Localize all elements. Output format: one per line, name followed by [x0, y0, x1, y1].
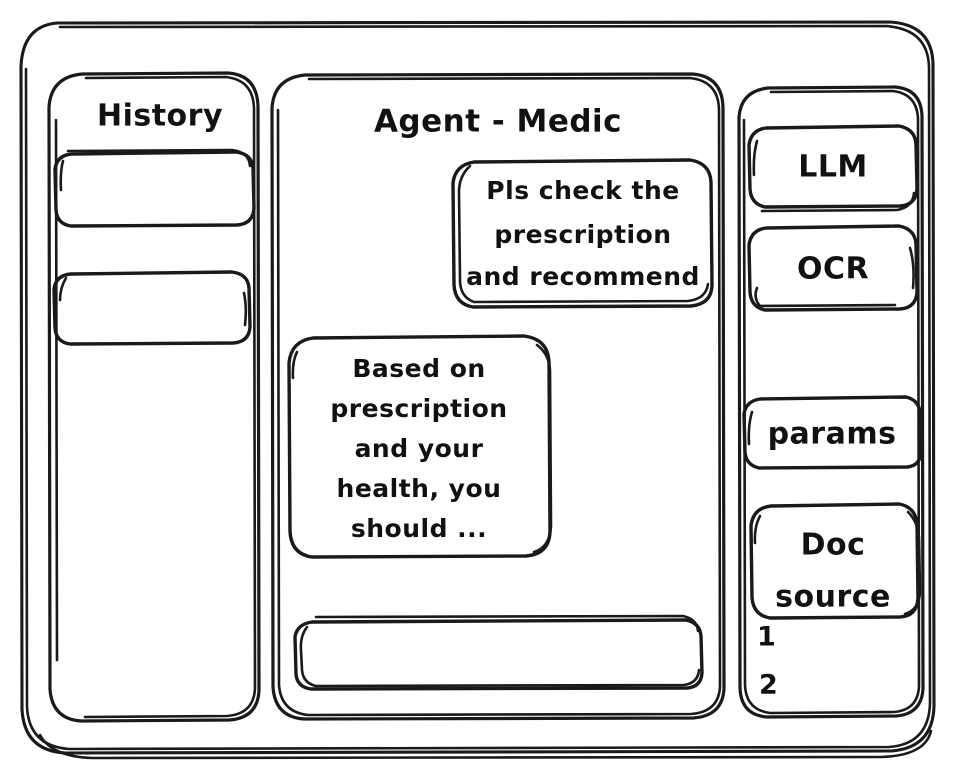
- tool-chip-llm[interactable]: LLM: [747, 124, 919, 213]
- agent-message-line-1: Based on: [352, 354, 485, 383]
- sidebar-right-panel: [737, 85, 925, 719]
- agent-message-line-3: and your: [355, 434, 484, 463]
- doc-source-card[interactable]: Doc source: [749, 502, 922, 620]
- agent-message-line-4: health, you: [337, 474, 502, 503]
- tool-chip-llm-label: LLM: [798, 150, 868, 185]
- doc-source-entry-1[interactable]: 1: [757, 622, 776, 653]
- agent-message-line-2: prescription: [330, 394, 507, 423]
- main-panel: [270, 72, 726, 721]
- main-panel-title: Agent - Medic: [374, 104, 622, 140]
- history-item-2[interactable]: [52, 270, 252, 346]
- agent-message-bubble: Based on prescription and your health, y…: [287, 334, 553, 559]
- user-message-line-3: and recommend: [466, 262, 700, 291]
- user-message-bubble: Pls check the prescription and recommend: [451, 158, 714, 309]
- user-message-line-2: prescription: [494, 220, 671, 249]
- user-message-line-1: Pls check the: [486, 176, 679, 205]
- app-window-frame: [19, 20, 936, 760]
- message-composer-input[interactable]: [293, 614, 704, 691]
- doc-source-line-2: source: [775, 580, 891, 615]
- agent-message-line-5: should ...: [351, 514, 487, 543]
- history-item-1[interactable]: [53, 148, 256, 228]
- sidebar-left-title: History: [97, 99, 223, 134]
- doc-source-entry-2[interactable]: 2: [759, 670, 778, 701]
- settings-chip-params[interactable]: params: [742, 395, 923, 470]
- sidebar-left-panel: [47, 71, 261, 723]
- doc-source-line-1: Doc: [801, 528, 866, 563]
- tool-chip-ocr[interactable]: OCR: [747, 224, 919, 312]
- settings-chip-params-label: params: [768, 417, 897, 452]
- tool-chip-ocr-label: OCR: [797, 252, 869, 287]
